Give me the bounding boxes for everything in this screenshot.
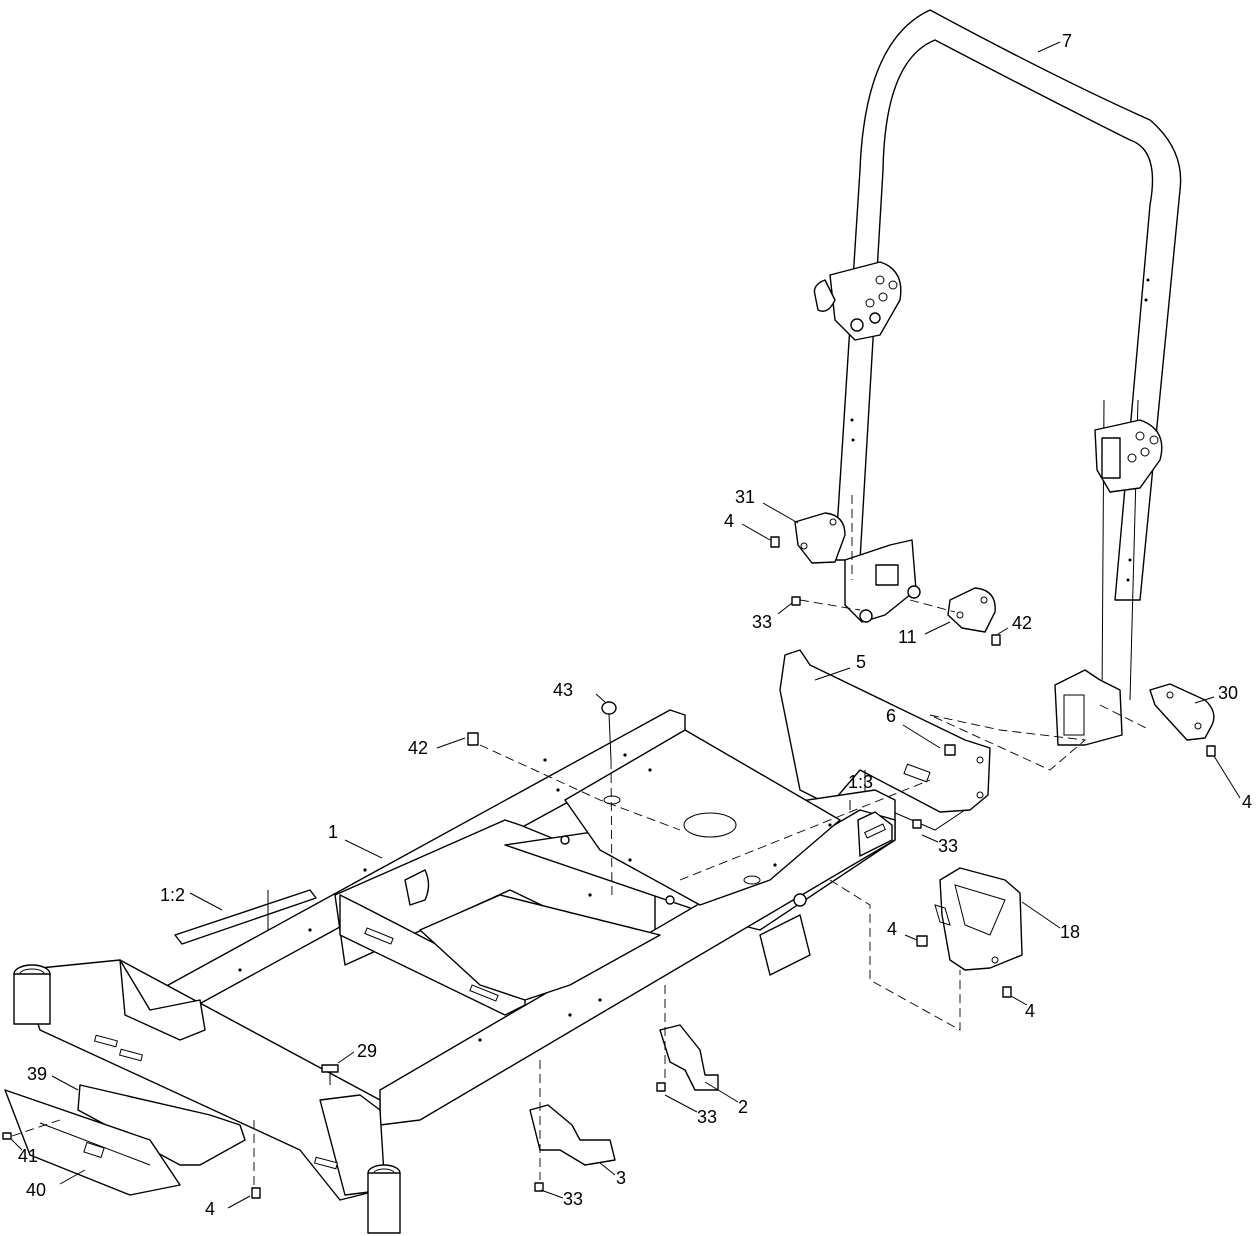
- callout-5: 5: [856, 652, 866, 672]
- leader-lines: [9, 41, 1241, 1209]
- plate-11: [947, 587, 996, 633]
- callout-39: 39: [27, 1064, 47, 1084]
- callout-18: 18: [1060, 922, 1080, 942]
- panel-5: [779, 649, 991, 831]
- callout-33: 33: [563, 1189, 583, 1209]
- screw-29: [321, 1064, 339, 1073]
- plate-30: [1149, 683, 1215, 741]
- callout-40: 40: [26, 1180, 46, 1200]
- plate-40: [4, 1089, 181, 1196]
- callout-11: 11: [898, 627, 917, 647]
- callout-7: 7: [1062, 31, 1072, 51]
- callout-4: 4: [1242, 792, 1252, 812]
- callout-4: 4: [205, 1199, 215, 1219]
- callout-2: 2: [738, 1097, 748, 1117]
- callout-4: 4: [887, 919, 897, 939]
- callout-1-3: 1:3: [848, 772, 873, 792]
- callout-3: 3: [616, 1168, 626, 1188]
- callout-6: 6: [886, 706, 896, 726]
- callout-43: 43: [553, 680, 573, 700]
- callout-1-2: 1:2: [160, 885, 185, 905]
- callout-41: 41: [18, 1146, 38, 1166]
- plate-31: [794, 512, 846, 564]
- plate-39: [77, 1084, 246, 1166]
- roll-bar: [813, 9, 1182, 746]
- callout-29: 29: [357, 1041, 377, 1061]
- bracket-3: [529, 1104, 616, 1166]
- callout-1: 1: [328, 822, 338, 842]
- callout-33: 33: [752, 612, 772, 632]
- callout-30: 30: [1218, 683, 1238, 703]
- callout-4: 4: [724, 511, 734, 531]
- main-frame: [13, 709, 896, 1234]
- callouts: 7 31 4 33 11 42 5 6 30 4 43 42 1 1:3 33 …: [18, 31, 1252, 1219]
- callout-4: 4: [1025, 1001, 1035, 1021]
- callout-42: 42: [408, 738, 428, 758]
- bracket-2: [659, 1024, 719, 1091]
- assembly-lines: [11, 495, 1151, 1188]
- callout-33: 33: [697, 1107, 717, 1127]
- pin-43: [601, 701, 617, 715]
- callout-31: 31: [735, 487, 755, 507]
- callout-33: 33: [938, 836, 958, 856]
- strip-1-2: [174, 889, 317, 945]
- callout-42: 42: [1012, 613, 1032, 633]
- bracket-18: [934, 867, 1023, 971]
